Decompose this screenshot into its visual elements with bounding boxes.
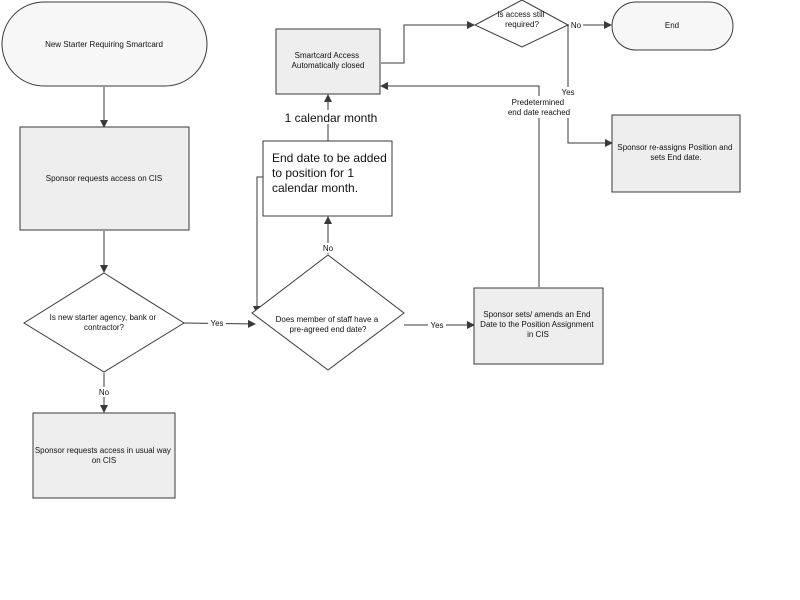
terminal-shape [611, 1, 734, 51]
edge-end-date-added-to-pre-agreed [253, 176, 263, 314]
node-text: Sponsor requests access in usual way on … [35, 446, 173, 465]
node-is-agency: Is new starter agency, bank or contracto… [23, 272, 185, 373]
process-shape [32, 412, 176, 499]
process-shape [473, 287, 604, 365]
decision-shape [251, 254, 405, 371]
node-text-line: Sponsor requests access on CIS [46, 174, 163, 183]
edge-label-bg [321, 243, 335, 253]
node-text: Sponsor re-assigns Position and sets End… [617, 143, 734, 162]
node-sponsor-requests: Sponsor requests access on CIS [19, 126, 190, 231]
node-text-line: Sponsor requests access in usual way [35, 446, 171, 455]
node-text-line: to position for 1 [272, 166, 354, 180]
edge-smartcard-closed-to-still-required [381, 21, 475, 64]
node-text: Is access still required? [497, 10, 546, 29]
edge-label-yes-still-required: Yes [561, 88, 574, 97]
node-text-line: Smartcard Access [295, 51, 359, 60]
node-text: Sponsor requests access on CIS [46, 174, 163, 183]
node-text-line: pre-agreed end date? [290, 325, 368, 334]
node-text-line: Sponsor re-assigns Position and [617, 143, 732, 152]
edge-sets-end-date-to-smartcard-closed [380, 82, 540, 287]
node-text-line: sets End date. [650, 153, 701, 162]
node-text: End date to be added to position for 1 c… [272, 151, 390, 195]
node-still-required: Is access still required? [473, 0, 570, 48]
terminal-shape [1, 1, 208, 87]
node-text: New Starter Requiring Smartcard [45, 40, 163, 49]
node-text: Sponsor sets/ amends an End Date to the … [480, 310, 596, 339]
node-reassigns: Sponsor re-assigns Position and sets End… [611, 114, 741, 193]
node-start: New Starter Requiring Smartcard [1, 1, 208, 87]
process-shape [275, 28, 381, 95]
node-text-line: Sponsor sets/ amends an End [483, 310, 590, 319]
edge-label-one-calendar-month: 1 calendar month [285, 111, 378, 125]
node-end: End [611, 1, 734, 51]
node-text-line: contractor? [84, 323, 125, 332]
node-text-line: calendar month. [272, 181, 358, 195]
edge-label-bg [286, 110, 376, 124]
edge-label-bg [569, 20, 583, 30]
edge-label-yes-agency: Yes [210, 319, 223, 328]
edge-label-no-agency: No [99, 388, 110, 397]
edge-label-bg [97, 387, 111, 397]
node-usual-way: Sponsor requests access in usual way on … [32, 412, 176, 499]
node-text-line: Is new starter agency, bank or [50, 313, 157, 322]
node-end-date-added: End date to be added to position for 1 c… [262, 140, 393, 217]
node-text: Is new starter agency, bank or contracto… [50, 313, 159, 332]
edge-label-line: end date reached [508, 108, 570, 117]
edge-label-bg [505, 96, 573, 118]
node-pre-agreed: Does member of staff have a pre-agreed e… [251, 254, 405, 371]
node-text-line: in CIS [527, 330, 549, 339]
node-text-line: End date to be added [272, 151, 387, 165]
process-shape [611, 114, 741, 193]
edge-label-yes-pre-agreed: Yes [430, 321, 443, 330]
node-text-line: Date to the Position Assignment [480, 320, 594, 329]
node-text-line: End [665, 21, 679, 30]
node-text: Smartcard Access Automatically closed [292, 51, 365, 70]
node-text: Does member of staff have a pre-agreed e… [276, 315, 381, 334]
node-sets-end-date: Sponsor sets/ amends an End Date to the … [473, 287, 604, 365]
edge-still-required-to-reassigns [567, 25, 613, 147]
node-smartcard-closed: Smartcard Access Automatically closed [275, 28, 381, 95]
process-shape [262, 140, 393, 217]
edge-label-bg [428, 320, 446, 330]
edge-label-no-still-required: No [571, 21, 582, 30]
node-text-line: Is access still [497, 10, 544, 19]
edge-label-bg [208, 318, 226, 328]
node-text-line: New Starter Requiring Smartcard [45, 40, 163, 49]
edge-label-predetermined: Predetermined end date reached [508, 98, 570, 117]
node-text-line: on CIS [92, 456, 116, 465]
edge-label-no-pre-agreed: No [323, 244, 334, 253]
edge-labels: Yes No No Yes 1 calendar month Predeterm… [97, 20, 583, 397]
decision-shape [23, 272, 185, 373]
edge-label-bg [559, 87, 577, 97]
node-text: End [665, 21, 679, 30]
node-text-line: Does member of staff have a [276, 315, 379, 324]
node-text-line: Automatically closed [292, 61, 365, 70]
decision-shape [473, 0, 570, 48]
process-shape [19, 126, 190, 231]
edge-label-line: Predetermined [512, 98, 564, 107]
node-text-line: required? [505, 20, 539, 29]
